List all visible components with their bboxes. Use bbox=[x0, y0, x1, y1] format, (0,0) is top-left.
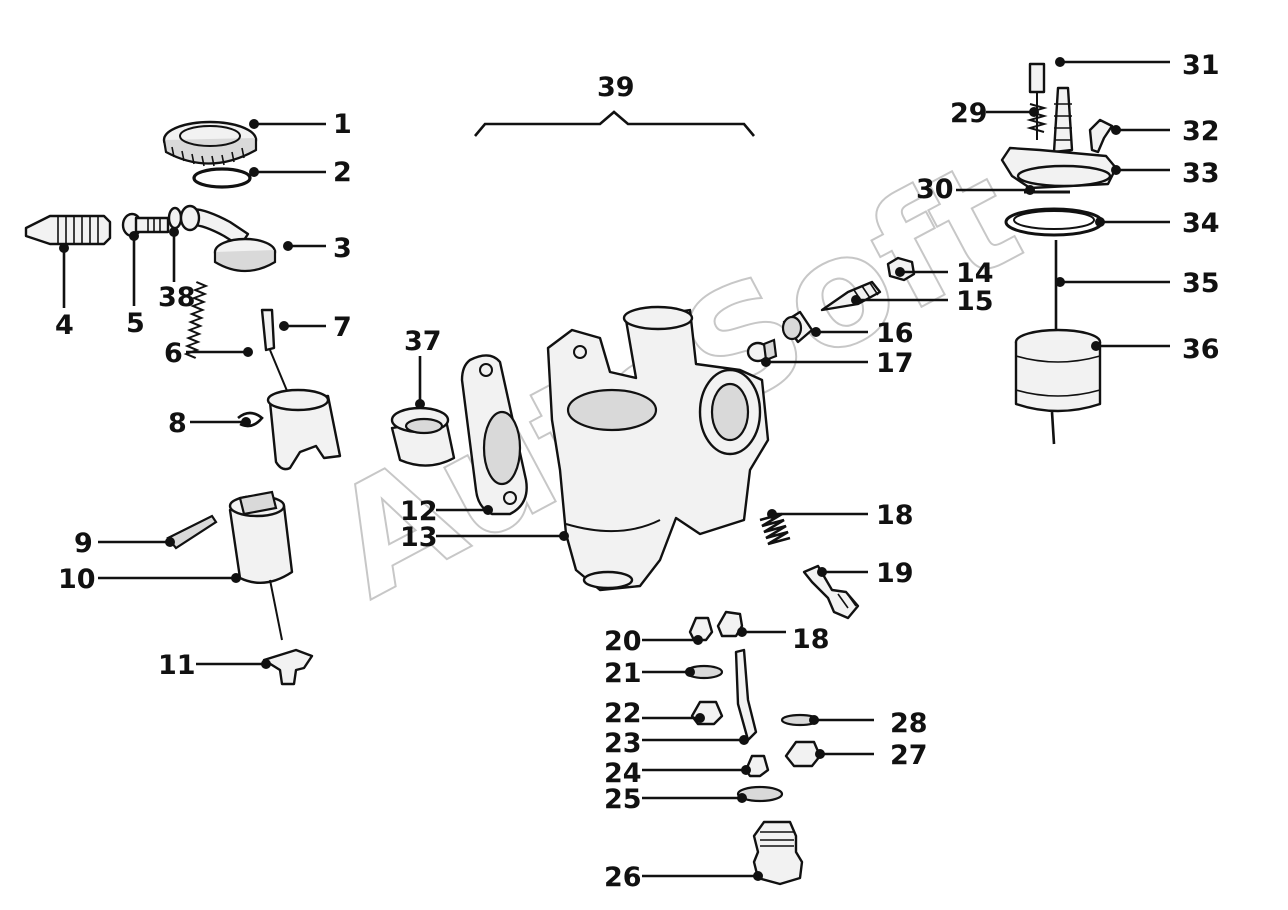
part-sleeve bbox=[390, 406, 456, 467]
callout-label-38: 38 bbox=[158, 282, 196, 313]
part-float bbox=[1014, 328, 1102, 445]
callout-label-11: 11 bbox=[158, 650, 196, 681]
callout-label-12: 12 bbox=[400, 496, 438, 527]
part-float-lid bbox=[1000, 146, 1118, 190]
part-drain-plug bbox=[784, 740, 822, 768]
callout-label-33: 33 bbox=[1182, 158, 1220, 189]
callout-label-36: 36 bbox=[1182, 334, 1220, 365]
callout-label-1: 1 bbox=[333, 109, 352, 140]
part-plug bbox=[716, 610, 744, 638]
callout-label-17: 17 bbox=[876, 348, 914, 379]
callout-label-28: 28 bbox=[890, 708, 928, 739]
part-ring-nut bbox=[162, 120, 258, 167]
part-washer-3 bbox=[736, 785, 784, 803]
part-float-gasket bbox=[1004, 207, 1104, 237]
callout-label-22: 22 bbox=[604, 698, 642, 729]
part-spring-2 bbox=[759, 512, 791, 546]
callout-label-25: 25 bbox=[604, 784, 642, 815]
callout-label-30: 30 bbox=[916, 174, 954, 205]
callout-label-3: 3 bbox=[333, 233, 352, 264]
part-lid-screw bbox=[1088, 118, 1114, 154]
callout-label-23: 23 bbox=[604, 728, 642, 759]
part-pilot-jet bbox=[744, 754, 770, 778]
part-o-ring bbox=[192, 167, 252, 189]
callout-label-39: 39 bbox=[597, 72, 635, 103]
callout-label-35: 35 bbox=[1182, 268, 1220, 299]
callout-label-13: 13 bbox=[400, 522, 438, 553]
callout-label-8: 8 bbox=[168, 408, 187, 439]
part-nipple bbox=[746, 338, 778, 363]
part-elbow-cap bbox=[179, 204, 277, 272]
callout-label-20: 20 bbox=[604, 626, 642, 657]
part-throttle-slide bbox=[266, 388, 342, 471]
callout-label-6: 6 bbox=[164, 338, 183, 369]
part-washer bbox=[167, 206, 183, 230]
callout-label-26: 26 bbox=[604, 862, 642, 893]
callout-label-10: 10 bbox=[58, 564, 96, 595]
callout-label-32: 32 bbox=[1182, 116, 1220, 147]
part-clip-2 bbox=[166, 514, 218, 550]
callout-label-24: 24 bbox=[604, 758, 642, 789]
callout-label-7: 7 bbox=[333, 312, 352, 343]
part-spring-clip bbox=[262, 648, 314, 686]
callout-label-15: 15 bbox=[956, 286, 994, 317]
leader-lines bbox=[59, 57, 1170, 881]
part-flange-gasket bbox=[460, 354, 528, 516]
callout-label-9: 9 bbox=[74, 528, 93, 559]
callout-label-18-b: 18 bbox=[792, 624, 830, 655]
part-banjo-bolt bbox=[121, 212, 170, 238]
part-small-sleeve bbox=[781, 310, 814, 344]
part-idle-screw bbox=[802, 564, 860, 620]
part-needle bbox=[260, 308, 291, 399]
callout-label-34: 34 bbox=[1182, 208, 1220, 239]
callout-label-37: 37 bbox=[404, 326, 442, 357]
part-needle-jet bbox=[734, 648, 758, 742]
callout-label-29: 29 bbox=[950, 98, 988, 129]
callout-label-21: 21 bbox=[604, 658, 642, 689]
part-spring bbox=[183, 281, 209, 359]
callout-label-27: 27 bbox=[890, 740, 928, 771]
part-fuel-nipple bbox=[1052, 86, 1074, 154]
part-threaded-fitting bbox=[24, 214, 112, 246]
callout-label-2: 2 bbox=[333, 157, 352, 188]
callout-label-14: 14 bbox=[956, 258, 994, 289]
callout-label-4: 4 bbox=[55, 310, 74, 341]
assembly-bracket bbox=[474, 110, 755, 137]
callout-label-31: 31 bbox=[1182, 50, 1220, 81]
callout-label-5: 5 bbox=[126, 308, 145, 339]
part-tickler bbox=[1026, 62, 1048, 140]
callout-label-19: 19 bbox=[876, 558, 914, 589]
part-carburetor-body bbox=[546, 305, 770, 592]
part-bowl-plug bbox=[752, 820, 804, 886]
part-slide-valve bbox=[228, 490, 294, 641]
part-adjusting-screw bbox=[820, 280, 882, 312]
callout-label-18: 18 bbox=[876, 500, 914, 531]
callout-label-16: 16 bbox=[876, 318, 914, 349]
